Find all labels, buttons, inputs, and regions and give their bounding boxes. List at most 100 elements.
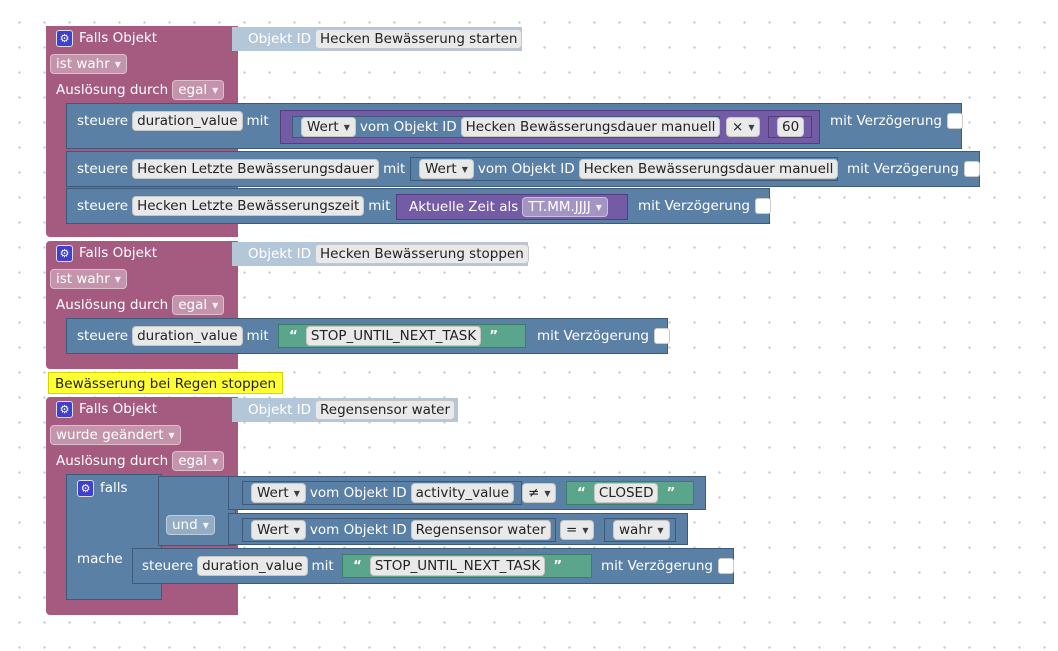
triangle-down-icon: ▼ (582, 525, 589, 535)
triangle-down-icon: ▼ (748, 122, 755, 132)
text-block[interactable]: “ STOP_UNTIL_NEXT_TASK ” (278, 324, 526, 348)
object-id-block[interactable]: Objekt ID Regensensor water (232, 398, 458, 422)
quote-close-icon: ” (666, 485, 676, 501)
variable-field[interactable]: duration_value (197, 556, 308, 576)
wert-dropdown[interactable]: Wert▼ (251, 520, 306, 540)
variable-field[interactable]: duration_value (132, 111, 243, 131)
get-value-block[interactable]: Wert▼ vom Objekt ID Regensensor water (242, 518, 556, 542)
object-id-block[interactable]: Objekt ID Hecken Bewässerung stoppen (232, 242, 529, 266)
wert-dropdown[interactable]: Wert▼ (251, 483, 306, 503)
delay-checkbox[interactable] (963, 161, 980, 177)
delay-checkbox[interactable] (946, 113, 963, 129)
delay-label: mit Verzögerung (830, 113, 942, 129)
gear-icon[interactable]: ⚙ (77, 479, 94, 497)
gear-icon[interactable]: ⚙ (56, 29, 73, 47)
triangle-down-icon: ▼ (343, 122, 350, 132)
time-format-dropdown[interactable]: TT.MM.JJJJ▼ (522, 197, 608, 217)
variable-field[interactable]: duration_value (132, 326, 243, 346)
triangle-down-icon: ▼ (114, 274, 121, 284)
text-block[interactable]: “ STOP_UNTIL_NEXT_TASK ” (342, 554, 592, 578)
text-field[interactable]: STOP_UNTIL_NEXT_TASK (369, 556, 546, 576)
mit-label: mit (368, 198, 391, 214)
number-block[interactable]: 60 (768, 116, 812, 138)
object-id-label: Objekt ID (248, 246, 312, 262)
delay-label: mit Verzögerung (847, 161, 959, 177)
trigger-dropdown[interactable]: egal▼ (172, 451, 225, 471)
steuere-label: steuere (77, 161, 129, 177)
triangle-down-icon: ▼ (212, 300, 219, 310)
condition-dropdown[interactable]: wurde geändert▼ (50, 425, 181, 445)
object-id-label: Objekt ID (248, 402, 312, 418)
gear-icon[interactable]: ⚙ (56, 400, 73, 418)
event-title: Falls Objekt (79, 245, 157, 261)
time-label: Aktuelle Zeit als (409, 199, 519, 215)
triangle-down-icon: ▼ (202, 520, 209, 530)
operator-dropdown[interactable]: ≠▼ (522, 483, 557, 503)
quote-open-icon: “ (577, 485, 586, 501)
delay-label: mit Verzögerung (638, 198, 750, 214)
triangle-down-icon: ▼ (544, 488, 551, 498)
triangle-down-icon: ▼ (293, 525, 300, 535)
event-block-1-header: ⚙ Falls Objekt (56, 28, 157, 48)
delay-checkbox[interactable] (754, 198, 771, 214)
text-block[interactable]: “ CLOSED ” (566, 481, 694, 505)
number-field[interactable]: 60 (777, 117, 805, 137)
triangle-down-icon: ▼ (657, 525, 664, 535)
text-field[interactable]: STOP_UNTIL_NEXT_TASK (305, 326, 482, 346)
get-value-block[interactable]: Wert▼ vom Objekt ID activity_value (242, 481, 522, 505)
steuere-label: steuere (77, 198, 129, 214)
boolean-block[interactable]: wahr▼ (604, 518, 676, 542)
gear-icon[interactable]: ⚙ (56, 244, 73, 262)
delay-checkbox[interactable] (717, 558, 734, 574)
object-id-field[interactable]: Hecken Bewässerungsdauer manuell (578, 159, 839, 179)
condition-dropdown[interactable]: ist wahr▼ (50, 269, 127, 289)
triangle-down-icon: ▼ (168, 430, 175, 440)
trigger-dropdown[interactable]: egal▼ (172, 80, 225, 100)
mit-label: mit (246, 113, 269, 129)
triangle-down-icon: ▼ (212, 456, 219, 466)
mit-label: mit (383, 161, 406, 177)
condition-dropdown[interactable]: ist wahr▼ (50, 54, 127, 74)
object-id-field[interactable]: Hecken Bewässerungsdauer manuell (460, 117, 721, 137)
triangle-down-icon: ▼ (293, 488, 300, 498)
steuere-label: steuere (142, 558, 194, 574)
triangle-down-icon: ▼ (114, 59, 121, 69)
event-title: Falls Objekt (79, 30, 157, 46)
boolean-dropdown[interactable]: wahr▼ (613, 520, 670, 540)
operator-dropdown[interactable]: ×▼ (726, 117, 761, 137)
get-value-block[interactable]: Wert▼ vom Objekt ID Hecken Bewässerungsd… (292, 116, 721, 138)
wert-dropdown[interactable]: Wert▼ (419, 159, 474, 179)
do-label: mache (77, 551, 123, 567)
quote-open-icon: “ (353, 558, 362, 574)
comment-bubble[interactable]: Bewässerung bei Regen stoppen (48, 372, 284, 394)
event-title: Falls Objekt (79, 401, 157, 417)
vom-label: vom Objekt ID (359, 119, 457, 135)
object-id-label: Objekt ID (248, 31, 312, 47)
trigger-label: Auslösung durch (56, 82, 169, 98)
get-value-block[interactable]: Wert▼ vom Objekt ID Hecken Bewässerungsd… (410, 157, 839, 181)
variable-field[interactable]: Hecken Letzte Bewässerungszeit (132, 196, 365, 216)
operator-dropdown[interactable]: =▼ (560, 520, 595, 540)
object-id-block[interactable]: Objekt ID Hecken Bewässerung starten (232, 27, 523, 51)
delay-checkbox[interactable] (653, 328, 670, 344)
vom-label: vom Objekt ID (309, 485, 407, 501)
time-block[interactable]: Aktuelle Zeit als TT.MM.JJJJ▼ (396, 194, 628, 220)
object-id-field[interactable]: Regensensor water (410, 520, 551, 540)
object-id-field[interactable]: activity_value (410, 483, 514, 503)
and-block[interactable] (158, 476, 236, 546)
quote-open-icon: “ (289, 328, 298, 344)
triangle-down-icon: ▼ (461, 164, 468, 174)
text-field[interactable]: CLOSED (593, 483, 659, 503)
object-id-value[interactable]: Hecken Bewässerung starten (315, 29, 523, 49)
vom-label: vom Objekt ID (477, 161, 575, 177)
object-id-value[interactable]: Hecken Bewässerung stoppen (315, 244, 529, 264)
delay-label: mit Verzögerung (601, 558, 713, 574)
triangle-down-icon: ▼ (212, 85, 219, 95)
vom-label: vom Objekt ID (309, 522, 407, 538)
wert-dropdown[interactable]: Wert▼ (301, 117, 356, 137)
object-id-value[interactable]: Regensensor water (315, 400, 456, 420)
variable-field[interactable]: Hecken Letzte Bewässerungsdauer (132, 159, 380, 179)
and-dropdown[interactable]: und▼ (166, 515, 215, 535)
quote-close-icon: ” (489, 328, 499, 344)
trigger-dropdown[interactable]: egal▼ (172, 295, 225, 315)
